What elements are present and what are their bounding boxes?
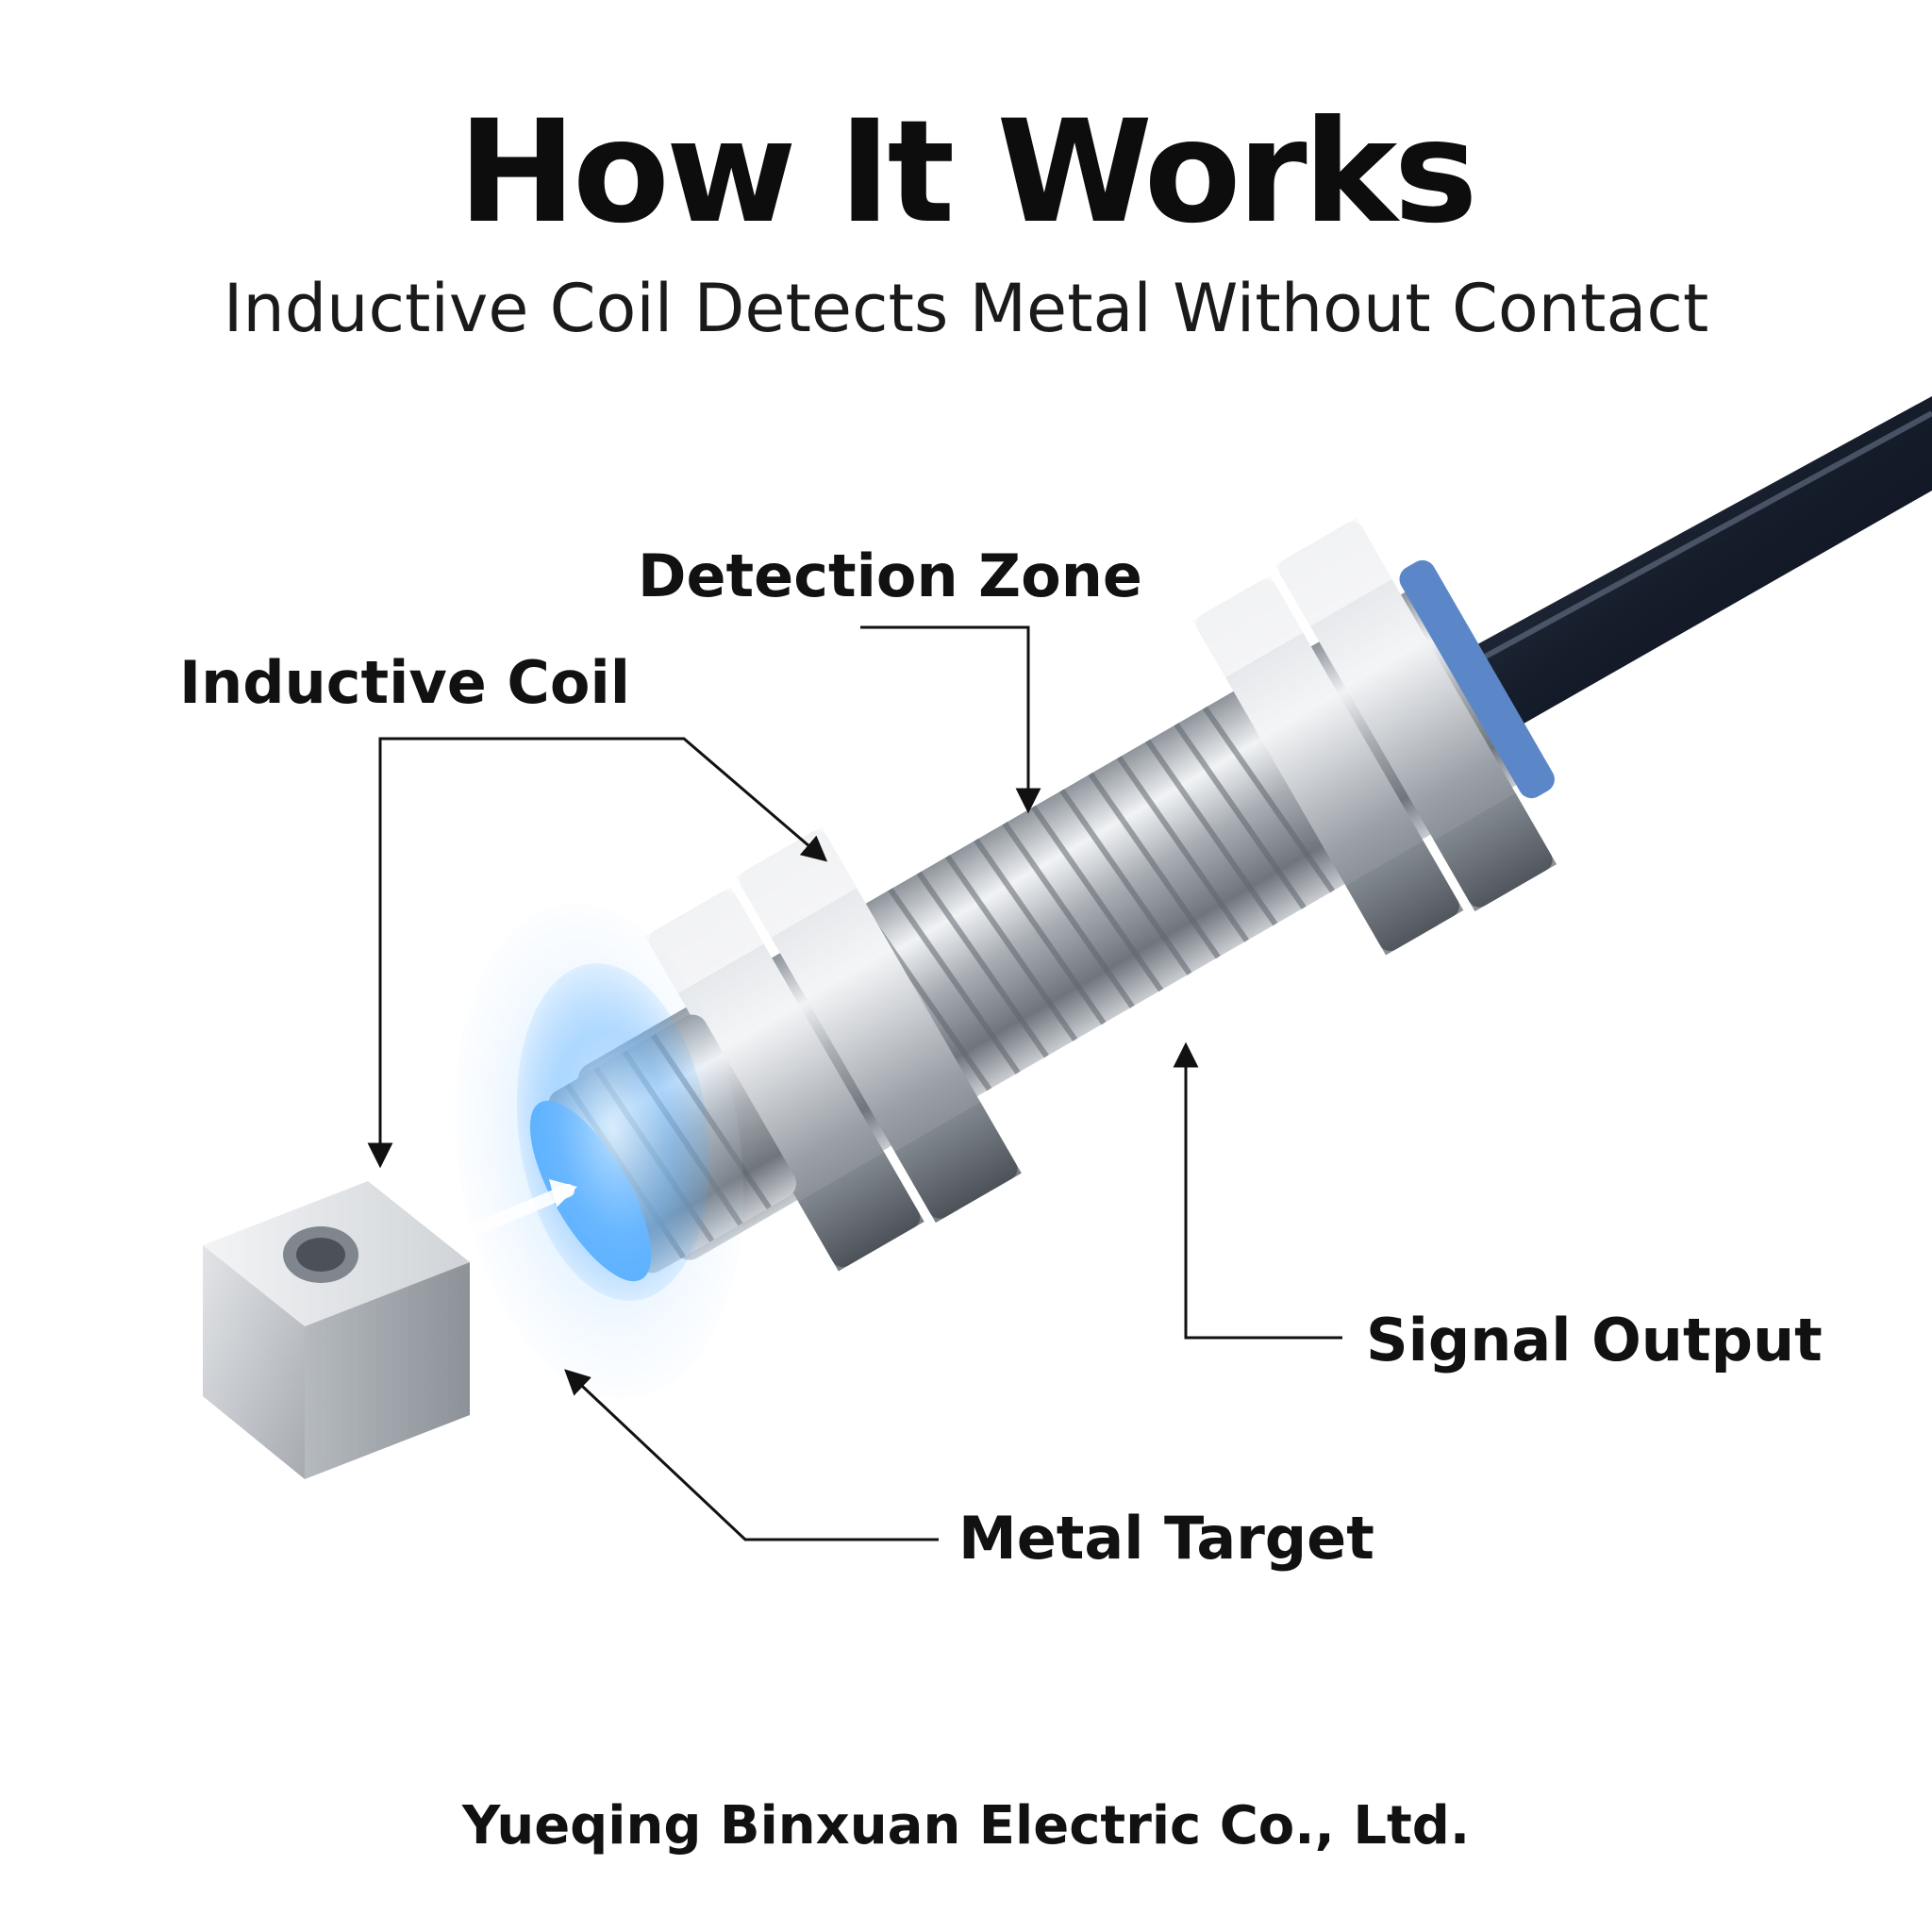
company-footer: Yueqing Binxuan Electric Co., Ltd. [461, 1795, 1471, 1857]
metal-target-leader [564, 1369, 939, 1541]
metal-target-label: Metal Target [958, 1504, 1374, 1573]
thread-lines [830, 706, 1335, 1108]
signal-output-label: Signal Output [1366, 1306, 1823, 1374]
detection-zone-label: Detection Zone [638, 541, 1142, 610]
page-subtitle: Inductive Coil Detects Metal Without Con… [223, 270, 1709, 347]
metal-target-cube [203, 1181, 470, 1479]
detection-zone-leader [860, 625, 1041, 814]
seal-ring [1399, 559, 1555, 799]
rear-hex-nut-1 [1192, 575, 1464, 956]
cable [1448, 396, 1932, 745]
electromagnetic-field [454, 902, 744, 1400]
rear-hex-nut-2 [1274, 517, 1557, 912]
page-title: How It Works [458, 91, 1477, 255]
signal-output-leader [1173, 1041, 1342, 1340]
callout-lines [367, 625, 1342, 1541]
inductive-proximity-sensor [529, 517, 1557, 1282]
inductive-coil-label: Inductive Coil [179, 648, 631, 717]
